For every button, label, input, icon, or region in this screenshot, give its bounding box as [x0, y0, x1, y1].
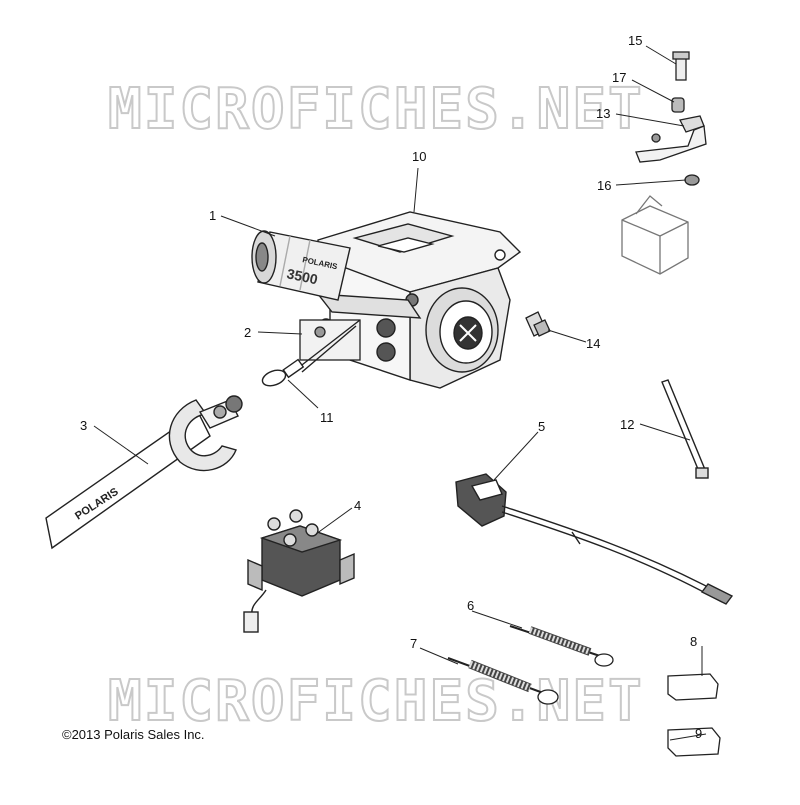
- terminal-boot-8: [667, 673, 719, 701]
- battery-cable-7: [447, 657, 559, 705]
- callout-2: 2: [244, 325, 251, 340]
- winch-contactor: [243, 509, 355, 633]
- callout-8: 8: [690, 634, 697, 649]
- callout-3: 3: [80, 418, 87, 433]
- winch-rope-loop: [261, 319, 361, 387]
- callout-9: 9: [695, 726, 702, 741]
- callout-17: 17: [612, 70, 626, 85]
- fairlead: [299, 319, 361, 361]
- callout-numbers: 1 2 3 4 5 6 7 8 9 10 11 12 13 14 15 16 1…: [80, 33, 702, 741]
- callout-14: 14: [586, 336, 600, 351]
- cable-tie: [661, 379, 709, 479]
- callout-12: 12: [620, 417, 634, 432]
- bolt-14: [525, 311, 551, 337]
- callout-13: 13: [596, 106, 610, 121]
- callout-15: 15: [628, 33, 642, 48]
- callout-7: 7: [410, 636, 417, 651]
- winch-motor: POLARIS 3500: [251, 230, 351, 301]
- callout-1: 1: [209, 208, 216, 223]
- battery-cable-6: [509, 625, 614, 667]
- winch-assembly: [316, 211, 522, 389]
- callout-11: 11: [320, 410, 334, 425]
- copyright-notice: ©2013 Polaris Sales Inc.: [62, 727, 205, 742]
- winch-strap-hook: POLARIS: [45, 395, 243, 550]
- watermark-top: MICROFICHES.NET: [108, 77, 644, 142]
- callout-16: 16: [597, 178, 611, 193]
- winch-switch-harness: [455, 473, 734, 605]
- callout-4: 4: [354, 498, 361, 513]
- callout-5: 5: [538, 419, 545, 434]
- leader-lines: [93, 45, 707, 741]
- watermark-bottom: MICROFICHES.NET: [108, 669, 644, 734]
- callout-6: 6: [467, 598, 474, 613]
- mount-hardware: [621, 51, 707, 275]
- callout-10: 10: [412, 149, 426, 164]
- terminal-boot-9: [667, 727, 721, 757]
- motor-number: 3500: [285, 265, 319, 287]
